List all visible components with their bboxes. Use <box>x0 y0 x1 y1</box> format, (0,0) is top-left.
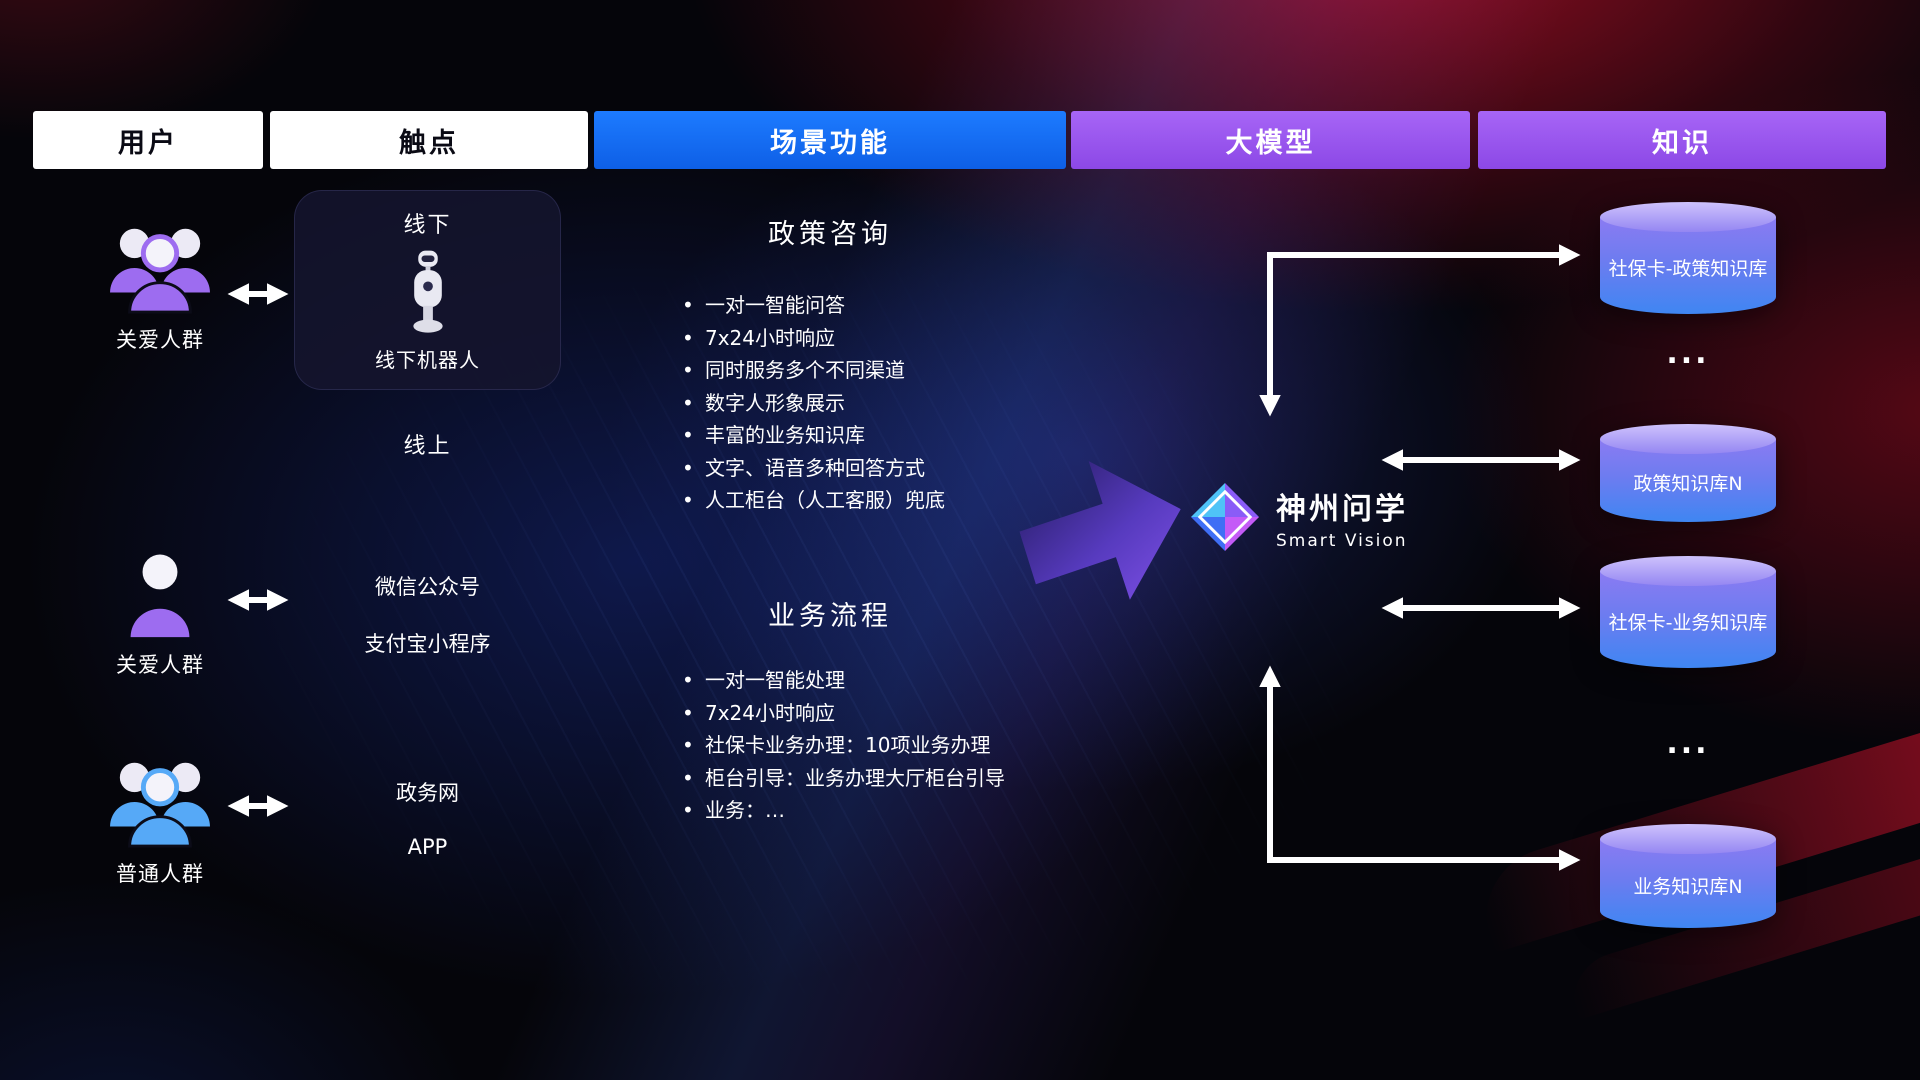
business-section-title: 业务流程 <box>768 601 892 632</box>
user-label: 关爱人群 <box>116 328 204 352</box>
model-subtitle: Smart Vision <box>1276 530 1408 551</box>
db-label: 社保卡-政策知识库 <box>1608 258 1768 281</box>
header-label: 知识 <box>1652 127 1712 159</box>
user-label: 关爱人群 <box>116 653 204 677</box>
db-label: 社保卡-业务知识库 <box>1608 612 1768 635</box>
policy-feature-item: 一对一智能问答 <box>680 289 945 322</box>
people-group-icon <box>110 228 210 314</box>
business-feature-item: 业务：… <box>680 794 1005 827</box>
diamond-logo-icon <box>1190 482 1260 552</box>
header-label: 场景功能 <box>770 127 890 159</box>
smart-vision-logo: 神州问学 Smart Vision <box>1188 480 1408 554</box>
policy-feature-item: 丰富的业务知识库 <box>680 419 945 452</box>
online-title: 线上 <box>403 434 452 459</box>
header-pill-touchpoints: 触点 <box>270 111 588 169</box>
header-pill-model: 大模型 <box>1071 111 1470 169</box>
db-cylinder-top <box>1600 424 1776 454</box>
db-business-n: 业务知识库N <box>1600 824 1776 928</box>
offline-title: 线下 <box>403 213 452 238</box>
db-cylinder-top <box>1600 556 1776 586</box>
person-icon <box>130 554 190 638</box>
user-general-group: 普通人群 <box>90 752 230 888</box>
policy-section-title: 政策咨询 <box>768 219 892 250</box>
db-cylinder-body <box>1600 571 1776 668</box>
db-cylinder-top <box>1600 202 1776 232</box>
policy-feature-item: 文字、语音多种回答方式 <box>680 452 945 485</box>
robot-icon <box>412 250 443 333</box>
db-cylinder-top <box>1600 824 1776 854</box>
policy-feature-item: 人工柜台（人工客服）兜底 <box>680 484 945 517</box>
offline-touchpoint-panel: 线下 线下机器人 <box>294 190 561 390</box>
header-label: 用户 <box>118 127 178 159</box>
db-business-social-card: 社保卡-业务知识库 <box>1600 556 1776 668</box>
people-group-icon <box>110 762 210 848</box>
policy-feature-list: 一对一智能问答 7x24小时响应 同时服务多个不同渠道 数字人形象展示 丰富的业… <box>680 289 945 517</box>
business-feature-item: 柜台引导：业务办理大厅柜台引导 <box>680 762 1005 795</box>
business-feature-item: 社保卡业务办理：10项业务办理 <box>680 729 1005 762</box>
business-feature-item: 7x24小时响应 <box>680 697 1005 730</box>
header-pill-users: 用户 <box>33 111 263 169</box>
db-ellipsis: ... <box>1666 336 1710 371</box>
db-policy-social-card: 社保卡-政策知识库 <box>1600 202 1776 314</box>
offline-robot-label: 线下机器人 <box>375 348 480 372</box>
channel-wechat: 微信公众号 <box>375 575 480 599</box>
user-label: 普通人群 <box>116 862 204 886</box>
policy-feature-item: 7x24小时响应 <box>680 322 945 355</box>
channel-alipay: 支付宝小程序 <box>364 632 491 656</box>
db-label: 政策知识库N <box>1633 473 1743 496</box>
header-label: 大模型 <box>1225 127 1316 159</box>
business-feature-list: 一对一智能处理 7x24小时响应 社保卡业务办理：10项业务办理 柜台引导：业务… <box>680 664 1005 827</box>
channel-app: APP <box>407 835 448 859</box>
user-care-group-2: 关爱人群 <box>90 549 230 679</box>
policy-feature-item: 数字人形象展示 <box>680 387 945 420</box>
db-ellipsis: ... <box>1666 726 1710 761</box>
db-policy-n: 政策知识库N <box>1600 424 1776 522</box>
model-name: 神州问学 <box>1276 491 1408 527</box>
logo-text: 神州问学 Smart Vision <box>1276 484 1408 551</box>
user-care-group-1: 关爱人群 <box>90 218 230 354</box>
business-feature-item: 一对一智能处理 <box>680 664 1005 697</box>
db-cylinder-body <box>1600 217 1776 314</box>
header-pill-knowledge: 知识 <box>1478 111 1886 169</box>
header-label: 触点 <box>399 127 459 159</box>
header-pill-scenarios: 场景功能 <box>594 111 1066 169</box>
db-label: 业务知识库N <box>1633 876 1743 899</box>
channel-gov-web: 政务网 <box>396 781 459 805</box>
policy-feature-item: 同时服务多个不同渠道 <box>680 354 945 387</box>
